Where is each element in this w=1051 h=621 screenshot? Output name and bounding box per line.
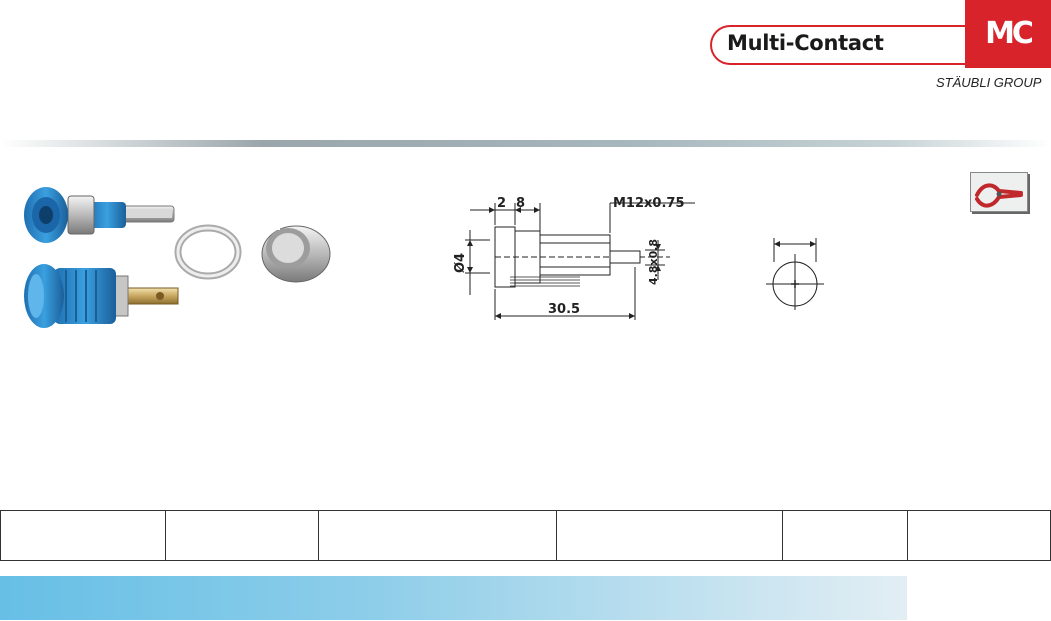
mounting-nut (261, 218, 331, 283)
length-label: 30.5 (548, 302, 580, 317)
thread-label: M12x0.75 (613, 196, 685, 211)
dim-a-label: 2 (497, 196, 506, 211)
panel-cutout-drawing (766, 238, 824, 310)
logo-outline (710, 25, 1010, 65)
brand-group: STÄUBLI GROUP (936, 75, 1042, 90)
table-row (0, 510, 1051, 561)
table-cell (165, 510, 319, 561)
diameter-label: Ø4 (453, 253, 468, 273)
brand-mark: MC (965, 0, 1051, 68)
socket-top (24, 187, 175, 243)
table-cell (782, 510, 908, 561)
dimension-drawing: 2 8 M12x0.75 Ø4 4.8x0.8 30.5 (453, 196, 695, 320)
pliers-icon (970, 172, 1028, 212)
dim-b-label: 8 (516, 196, 525, 211)
table-cell (907, 510, 1051, 561)
socket-bottom (24, 264, 179, 328)
table-cell (556, 510, 783, 561)
table-cell (0, 510, 166, 561)
product-photo (24, 187, 331, 328)
washer-ring (174, 224, 242, 280)
spec-table (0, 510, 1051, 561)
table-cell (318, 510, 557, 561)
tab-size-label: 4.8x0.8 (647, 239, 660, 285)
brand-name: Multi-Contact (727, 31, 884, 55)
footer-band (0, 576, 907, 620)
header-separator (0, 140, 1051, 147)
